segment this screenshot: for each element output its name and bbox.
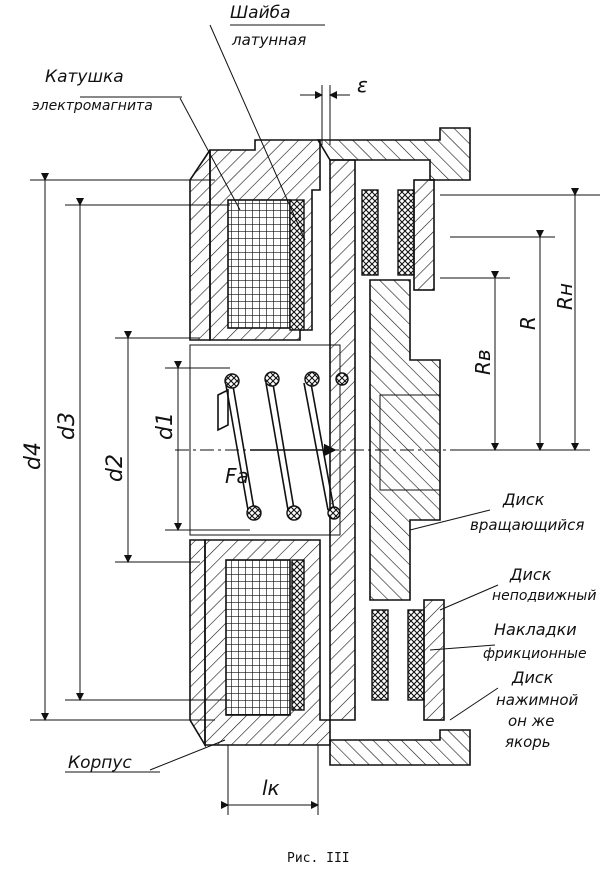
- coil-top: [227, 199, 291, 329]
- disk-fixed-label-1: Диск: [509, 565, 552, 584]
- force-label: Fa: [225, 464, 249, 488]
- coil-label-1: Катушка: [45, 67, 124, 87]
- disk-press-label-4: якорь: [505, 733, 551, 751]
- disk-rotating-label-2: вращающийся: [470, 516, 584, 534]
- pads-label-1: Накладки: [494, 620, 577, 639]
- spring: [217, 371, 349, 521]
- disk-press-label-3: он же: [508, 712, 555, 730]
- fixed-disk-bottom: [423, 599, 445, 721]
- dim-d1: d1: [153, 412, 178, 440]
- dimension-lines: [30, 85, 600, 815]
- friction-pad-bottom-2: [407, 609, 425, 701]
- pressure-disk: [329, 159, 356, 721]
- rotating-hub: [369, 279, 441, 601]
- washer-label-2: латунная: [231, 31, 306, 49]
- pads-label-2: фрикционные: [483, 646, 587, 662]
- brass-washer-bottom: [291, 559, 305, 711]
- friction-pad-bottom-1: [371, 609, 389, 701]
- dim-lk: lк: [262, 776, 280, 800]
- housing-label: Корпус: [68, 753, 132, 773]
- friction-pad-top-2: [397, 189, 415, 276]
- leader-lines: [65, 24, 499, 773]
- dim-d2: d2: [103, 454, 128, 482]
- dim-d3: d3: [55, 412, 80, 440]
- fixed-disk-top: [413, 179, 435, 291]
- figure-caption: Рис. III: [287, 851, 350, 866]
- washer-label-1: Шайба: [230, 3, 291, 23]
- dim-d4: d4: [21, 442, 46, 470]
- coil-label-2: электромагнита: [32, 98, 153, 114]
- disk-rotating-label-1: Диск: [502, 490, 545, 509]
- top-flange: [316, 127, 471, 181]
- bottom-flange: [329, 729, 471, 766]
- coil-bottom: [225, 559, 291, 716]
- brass-washer-top: [289, 199, 305, 331]
- gap-label: ε: [357, 73, 368, 97]
- disk-press-label-1: Диск: [511, 668, 554, 687]
- friction-pad-top-1: [361, 189, 379, 276]
- disk-fixed-label-2: неподвижный: [492, 588, 596, 604]
- dim-R: R: [516, 316, 540, 330]
- dim-Rv: Rв: [471, 349, 495, 375]
- hub-bore: [379, 394, 441, 491]
- disk-press-label-2: нажимной: [496, 691, 579, 709]
- dim-Rn: Rн: [553, 283, 577, 310]
